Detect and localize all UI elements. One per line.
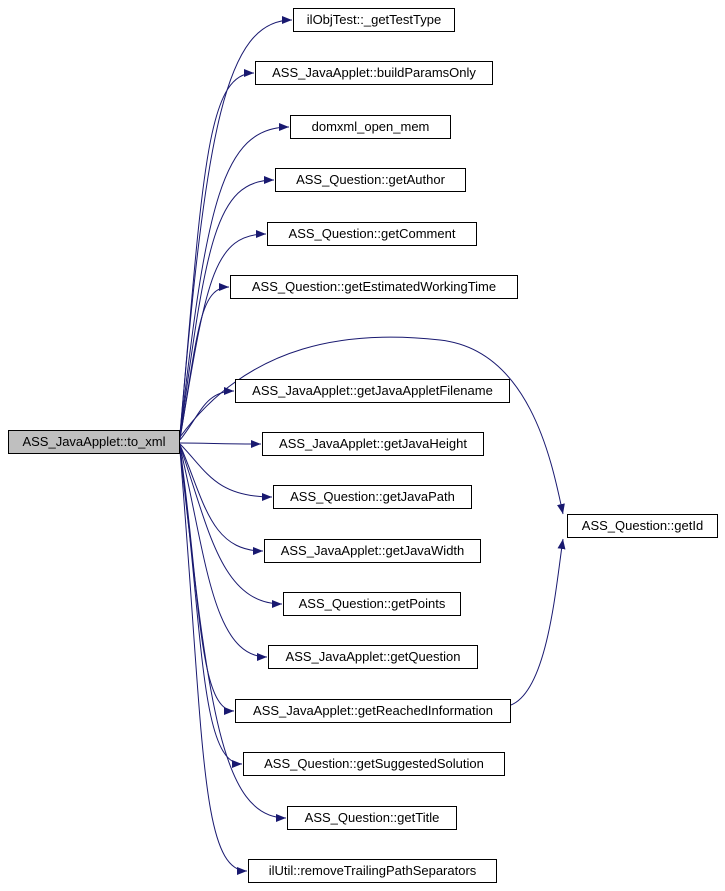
- node-domxml-open-mem[interactable]: domxml_open_mem: [290, 115, 451, 139]
- edge-toxml-getjavaheight: [179, 439, 262, 448]
- edge-toxml-getcomment: [179, 230, 267, 439]
- node-ilobjtest-gettesttype[interactable]: ilObjTest::_getTestType: [293, 8, 455, 32]
- node-ass-question-getauthor[interactable]: ASS_Question::getAuthor: [275, 168, 466, 192]
- edge-toxml-getestimatedworkingtime: [179, 283, 230, 440]
- edge-toxml-getsuggestedsolution: [179, 448, 243, 768]
- node-ass-question-getsuggestedsolution[interactable]: ASS_Question::getSuggestedSolution: [243, 752, 505, 776]
- node-ass-javaapplet-buildparamsonly[interactable]: ASS_JavaApplet::buildParamsOnly: [255, 61, 493, 85]
- node-ass-javaapplet-getreachedinformation[interactable]: ASS_JavaApplet::getReachedInformation: [235, 699, 511, 723]
- edge-toxml-getreachedinformation: [179, 447, 235, 715]
- node-ass-question-getpoints[interactable]: ASS_Question::getPoints: [283, 592, 461, 616]
- node-ass-question-getjavapath[interactable]: ASS_Question::getJavaPath: [273, 485, 472, 509]
- edge-toxml-getpoints: [179, 445, 283, 608]
- node-ass-question-gettitle[interactable]: ASS_Question::getTitle: [287, 806, 457, 830]
- node-ass-question-getcomment[interactable]: ASS_Question::getComment: [267, 222, 477, 246]
- node-ilutil-removetrailingpathseparators[interactable]: ilUtil::removeTrailingPathSeparators: [248, 859, 497, 883]
- node-ass-javaapplet-getjavaappletfilename[interactable]: ASS_JavaApplet::getJavaAppletFilename: [235, 379, 510, 403]
- edge-toxml-getjavaappletfilename: [179, 387, 235, 441]
- node-ass-javaapplet-getjavawidth[interactable]: ASS_JavaApplet::getJavaWidth: [264, 539, 481, 563]
- node-ass-question-getestimatedworkingtime[interactable]: ASS_Question::getEstimatedWorkingTime: [230, 275, 518, 299]
- edge-toxml-getquestion: [179, 446, 268, 661]
- node-ass-javaapplet-getquestion[interactable]: ASS_JavaApplet::getQuestion: [268, 645, 478, 669]
- edge-toxml-getjavapath: [179, 443, 273, 501]
- edge-toxml-getjavawidth: [179, 444, 264, 555]
- edge-toxml-removetrailingpathseparators: [179, 450, 248, 875]
- node-ass-javaapplet-to-xml: ASS_JavaApplet::to_xml: [8, 430, 180, 454]
- node-ass-javaapplet-getjavaheight[interactable]: ASS_JavaApplet::getJavaHeight: [262, 432, 484, 456]
- edge-getreachedinformation-getid: [510, 538, 566, 706]
- node-ass-question-getid[interactable]: ASS_Question::getId: [567, 514, 718, 538]
